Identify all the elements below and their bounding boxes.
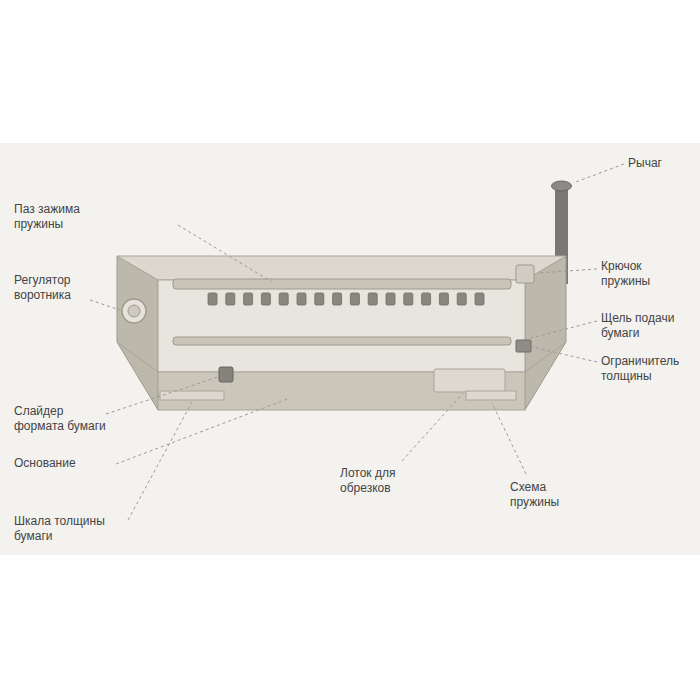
scrap-tray xyxy=(434,369,505,392)
punch-hole xyxy=(350,293,359,305)
punch-hole xyxy=(279,293,288,305)
part-label: Рычаг xyxy=(628,156,694,171)
part-label: Шкала толщины бумаги xyxy=(14,514,124,544)
spring-hook xyxy=(516,265,534,283)
format-slider xyxy=(219,367,233,382)
background-band xyxy=(0,143,700,555)
leader-lines xyxy=(90,164,624,520)
top-face xyxy=(117,256,566,280)
thickness-limiter xyxy=(516,340,531,352)
punch-hole xyxy=(244,293,253,305)
left-side xyxy=(117,256,158,410)
punch-hole xyxy=(386,293,395,305)
part-label: Регулятор воротника xyxy=(14,273,114,303)
part-label: Паз зажима пружины xyxy=(14,202,114,232)
lever-top xyxy=(552,181,572,191)
part-label: Щель подачи бумаги xyxy=(601,311,691,341)
punch-hole xyxy=(475,293,484,305)
clamp-groove xyxy=(173,279,511,289)
punch-hole xyxy=(315,293,324,305)
front-face xyxy=(158,280,525,372)
punch-hole xyxy=(422,293,431,305)
punch-hole xyxy=(261,293,270,305)
part-label: Крючок пружины xyxy=(601,259,691,289)
punch-hole xyxy=(439,293,448,305)
spring-scheme xyxy=(466,391,516,400)
part-label: Слайдер формата бумаги xyxy=(14,404,114,434)
collar-knob xyxy=(122,299,146,323)
part-label: Основание xyxy=(14,456,114,471)
punch-hole xyxy=(226,293,235,305)
paper-slot xyxy=(173,337,511,345)
part-label: Лоток для обрезков xyxy=(340,466,420,496)
punch-holes xyxy=(208,293,484,305)
punch-hole xyxy=(368,293,377,305)
collar-knob-inner xyxy=(128,305,140,317)
punch-hole xyxy=(457,293,466,305)
punch-hole xyxy=(297,293,306,305)
part-label: Ограничитель толщины xyxy=(601,354,696,384)
punch-hole xyxy=(333,293,342,305)
punch-hole xyxy=(208,293,217,305)
part-label: Схема пружины xyxy=(510,480,590,510)
punch-hole xyxy=(404,293,413,305)
thickness-scale xyxy=(160,391,224,400)
